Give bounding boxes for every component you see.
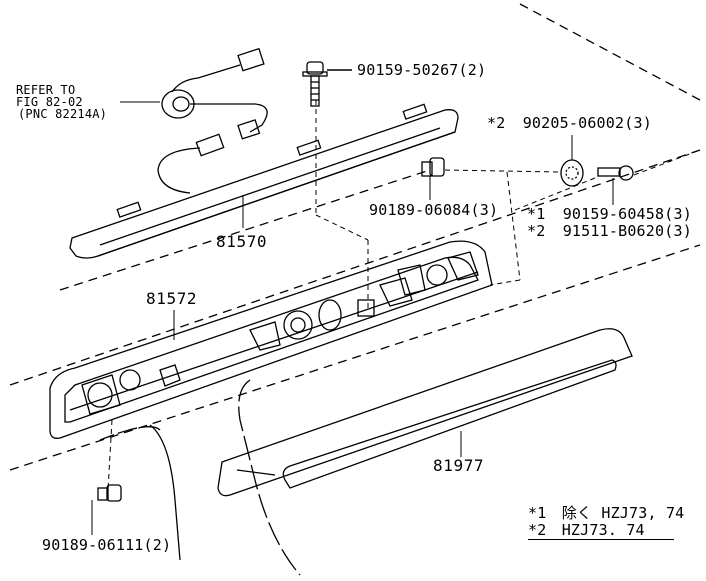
callout-90189-06111[interactable]: 90189-06111(2) [42, 537, 171, 553]
lamp-housing-81572 [49, 240, 493, 439]
note-text: 除く HZJ73, 74 [561, 504, 685, 522]
note-text: HZJ73. 74 [561, 521, 645, 539]
callout-81572[interactable]: 81572 [146, 289, 198, 308]
vehicle-outline [9, 3, 701, 471]
lamp-cover-81977 [217, 328, 633, 497]
refer-line-1: REFER TO [16, 83, 76, 97]
note-mark: *2 [487, 114, 506, 132]
quantity: (3) [664, 222, 692, 240]
note-mark: *2 [528, 521, 547, 539]
callout-91511-B0620[interactable]: *2 91511-B0620(3) [527, 223, 692, 239]
clip-icon [421, 157, 445, 200]
callout-90159-60458[interactable]: *1 90159-60458(3) [527, 206, 692, 222]
part-number: 90159-60458 [562, 205, 665, 223]
part-number: 90189-06084 [369, 201, 471, 219]
screw-icon [597, 165, 634, 205]
note-mark: *1 [528, 504, 547, 522]
callout-81570[interactable]: 81570 [216, 232, 268, 251]
callout-81977[interactable]: 81977 [433, 456, 485, 475]
lamp-assembly-81570 [69, 103, 459, 259]
quantity: (3) [664, 205, 692, 223]
quantity: (3) [470, 201, 499, 219]
note-mark: *2 [527, 222, 546, 240]
note-1: *1 除く HZJ73, 74 [528, 505, 684, 521]
part-number: 90159-50267 [357, 61, 459, 79]
part-number: 91511-B0620 [562, 222, 665, 240]
callout-90189-06084[interactable]: 90189-06084(3) [369, 202, 498, 218]
note-mark: *1 [527, 205, 546, 223]
refer-line-3: (PNC 82214A) [18, 107, 108, 121]
callout-90159-50267[interactable]: 90159-50267(2) [357, 62, 486, 78]
quantity: (2) [143, 536, 172, 554]
refer-line-2: FIG 82-02 [16, 95, 83, 109]
note-2: *2 HZJ73. 74 [528, 522, 674, 540]
leader-lines [107, 100, 701, 491]
quantity: (2) [458, 61, 487, 79]
callout-90205-06002[interactable]: *2 90205-06002(3) [487, 115, 652, 131]
lower-clip-icon [91, 484, 122, 535]
quantity: (3) [624, 114, 652, 132]
grommet-icon [560, 135, 584, 187]
door-trim-outline [99, 379, 301, 576]
part-number: 90189-06111 [42, 536, 144, 554]
bolt-icon [302, 61, 352, 107]
part-number: 90205-06002 [522, 114, 625, 132]
wiring-harness [120, 47, 268, 194]
